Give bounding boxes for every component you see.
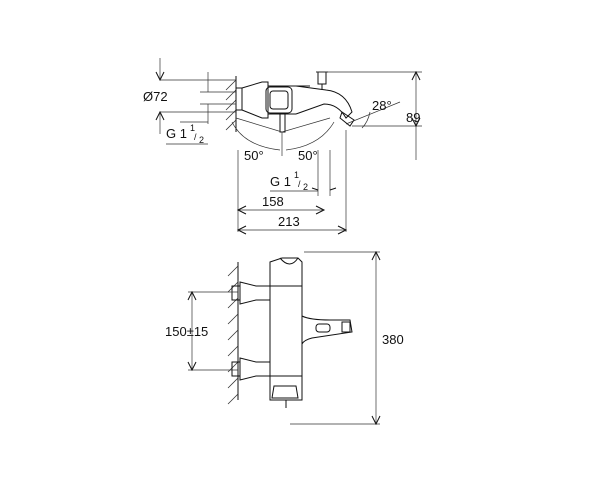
dim-158-label: 158 xyxy=(262,194,284,209)
dim-diameter: Ø72 xyxy=(143,58,236,134)
angle-left-label: 50° xyxy=(244,148,264,163)
front-mixer-body xyxy=(269,257,353,408)
spout-angle: 28° xyxy=(345,98,401,129)
height-380-label: 380 xyxy=(382,332,404,347)
top-view: Ø72 G 1 1 / 2 50° 50° xyxy=(143,58,422,235)
dim-thread-bottom: G 1 1 / 2 xyxy=(270,150,337,196)
centers-label: 150±15 xyxy=(165,324,208,339)
dim-height-89: 89 xyxy=(316,70,422,160)
height-89-label: 89 xyxy=(406,110,420,125)
thread-left-sup: 1 xyxy=(190,123,195,133)
dim-centers: 150±15 xyxy=(165,290,238,372)
dim-height-380: 380 xyxy=(290,250,404,426)
front-wall xyxy=(227,262,239,405)
angle-right-label: 50° xyxy=(298,148,318,163)
dim-213-label: 213 xyxy=(278,214,300,229)
thread-left-main: G 1 xyxy=(166,126,187,141)
top-mixer-body xyxy=(235,71,355,133)
thread-bottom-sub: 2 xyxy=(303,182,308,192)
thread-bottom-sup: 1 xyxy=(294,170,299,180)
thread-left-sub: 2 xyxy=(199,135,204,145)
thread-bottom-main: G 1 xyxy=(270,174,291,189)
thread-bottom-slash: / xyxy=(298,179,301,189)
thread-left-slash: / xyxy=(194,132,197,142)
diameter-label: Ø72 xyxy=(143,89,168,104)
front-view: 150±15 380 xyxy=(165,250,404,426)
spout-angle-label: 28° xyxy=(372,98,392,113)
dim-widths: 158 213 xyxy=(236,130,348,235)
dim-thread-left: G 1 1 / 2 xyxy=(166,72,236,145)
angle-arcs: 50° 50° xyxy=(231,117,335,163)
